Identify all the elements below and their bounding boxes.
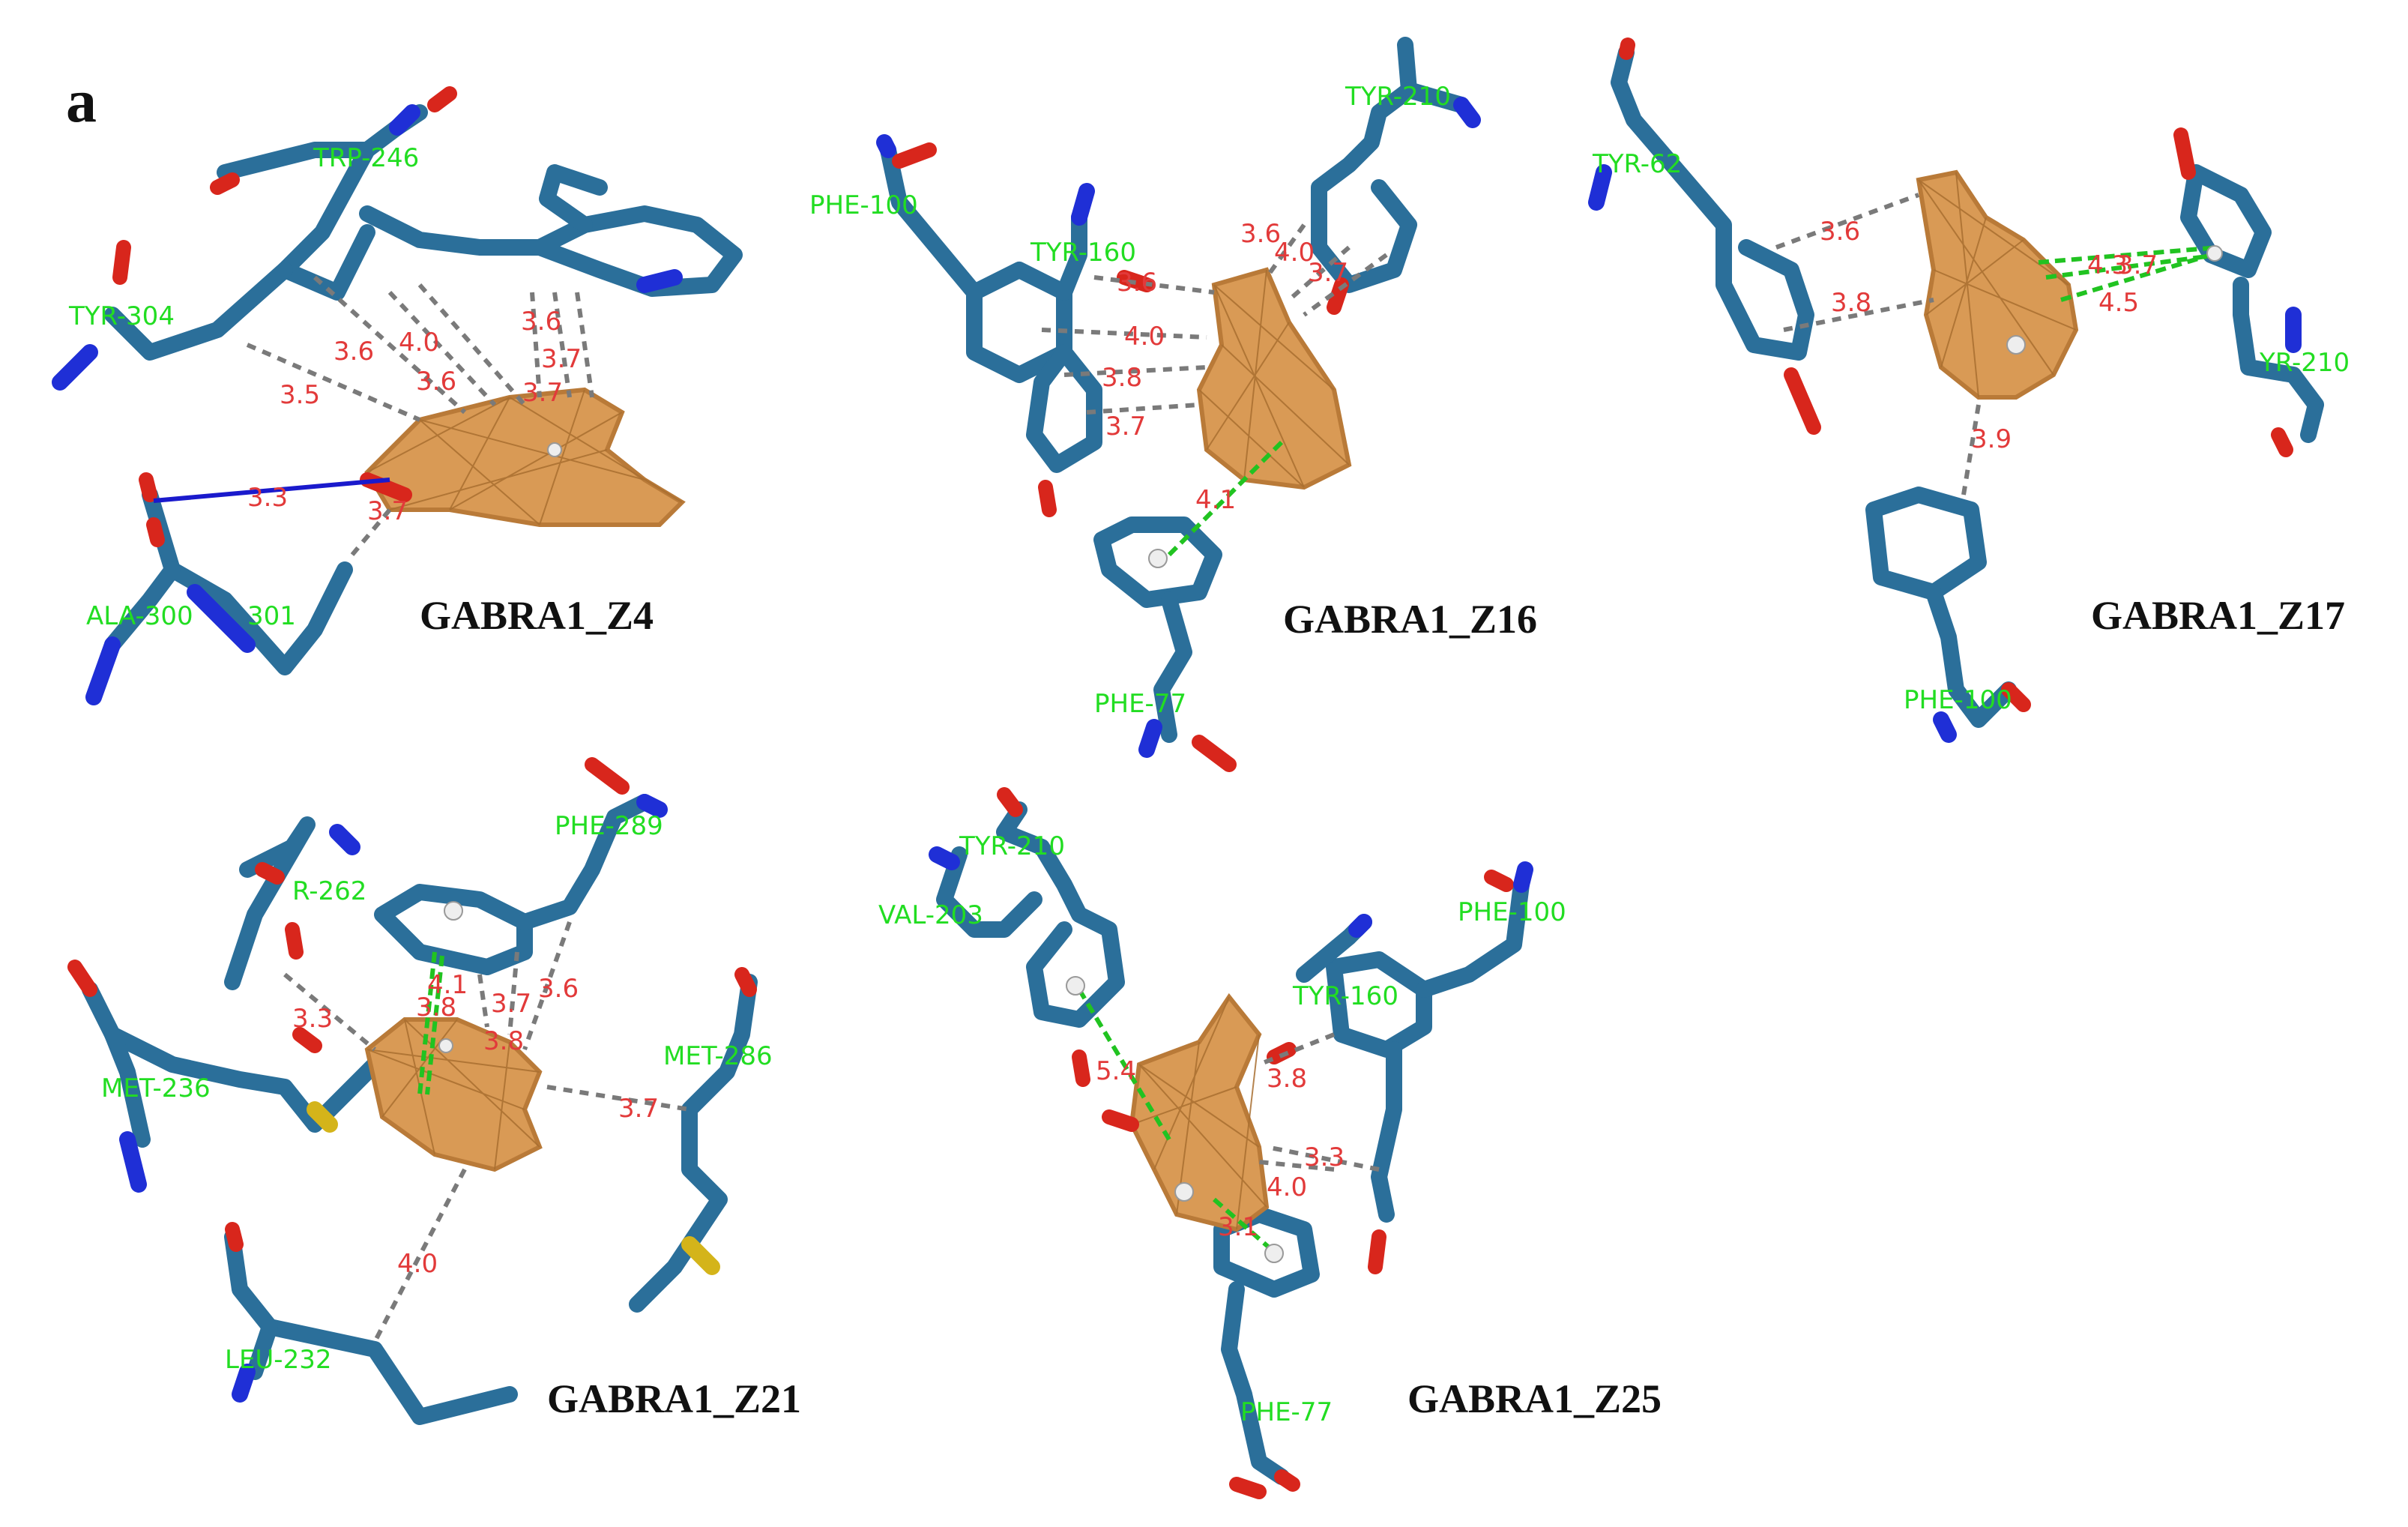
distance-label: 3.7: [367, 496, 408, 526]
res-label: PHE-77: [1240, 1397, 1333, 1427]
distance-label: 3.8: [1831, 288, 1871, 318]
res-label: MET-236: [101, 1073, 211, 1103]
distance-label: 3.8: [1102, 363, 1142, 393]
distance-label: 3.6: [1240, 219, 1281, 249]
distance-label: 3.6: [1117, 268, 1157, 298]
complex-label-z4: GABRA1_Z4: [420, 593, 654, 638]
res-label: PHE-100: [1458, 897, 1566, 927]
distance-label: 4.0: [1124, 322, 1165, 352]
distance-label: 3.3: [247, 483, 288, 513]
res-label: TYR-160: [1030, 238, 1136, 268]
res-label: TYR-160: [1292, 981, 1398, 1011]
distance-label: 3.7: [1105, 412, 1146, 442]
res-label: ALA-300: [86, 601, 193, 631]
res-label: PHE-289: [555, 811, 663, 841]
distance-label: 3.7: [1308, 258, 1348, 288]
complex-z21: PHE-289 R-262 MET-236 MET-286 LEU-232 3.…: [67, 757, 773, 1425]
distance-label: 3.8: [483, 1026, 524, 1056]
res-label: MET-286: [663, 1041, 773, 1071]
distance-label: 4.5: [2098, 288, 2139, 318]
distance-label: 4.1: [1195, 485, 1236, 515]
distance-label: 3.3: [292, 1004, 333, 1034]
distance-label: 3.7: [522, 378, 563, 408]
distance-label: 3.3: [1304, 1142, 1345, 1172]
res-label: VAL-203: [878, 900, 983, 930]
panel-letter: a: [66, 67, 97, 135]
distance-label: 3.7: [541, 344, 582, 374]
complex-label-z21: GABRA1_Z21: [547, 1376, 802, 1421]
res-label: LEU-232: [225, 1345, 331, 1375]
distance-label: 3.8: [416, 993, 456, 1022]
res-label: TYR-210: [1345, 82, 1451, 112]
distance-label: 3.5: [280, 380, 320, 410]
complex-label-z17: GABRA1_Z17: [2091, 593, 2346, 638]
distance-label: 3.6: [334, 337, 374, 367]
distance-label: 4.3: [2087, 250, 2128, 280]
distance-label: 4.0: [399, 328, 439, 358]
distance-label: 3.6: [521, 307, 561, 337]
distance-label: 3.8: [1267, 1064, 1307, 1094]
res-label: PHE-77: [1094, 689, 1186, 719]
distance-label: 4.0: [397, 1249, 438, 1279]
distance-label: 3.1: [1218, 1212, 1258, 1242]
res-label: 301: [247, 601, 296, 631]
distance-label: 3.7: [491, 989, 531, 1019]
distance-label: 3.7: [2117, 250, 2158, 280]
res-label: TYR-62: [1592, 149, 1682, 179]
res-label: PHE-100: [1904, 685, 2012, 715]
res-label: PHE-100: [809, 190, 918, 220]
complex-label-z16: GABRA1_Z16: [1283, 597, 1538, 642]
distance-label: 3.9: [1971, 424, 2012, 454]
res-label: R-262: [292, 876, 366, 906]
complex-z17: TYR-62 YR-210 PHE-100 3.6 3.8 4.3 3.7 4.…: [1588, 37, 2350, 743]
distance-label: 5.4: [1096, 1056, 1136, 1086]
res-label: TYR-304: [68, 301, 175, 331]
distance-label: 3.6: [538, 974, 579, 1004]
distance-label: 4.0: [1274, 238, 1315, 268]
distance-label: 3.6: [1820, 217, 1860, 247]
distance-label: 3.6: [416, 367, 456, 397]
complex-label-z25: GABRA1_Z25: [1407, 1376, 1662, 1421]
distance-label: 3.7: [618, 1094, 659, 1124]
res-label: YR-210: [2259, 348, 2350, 378]
res-label: TRP-246: [313, 143, 419, 173]
res-label: TYR-210: [959, 831, 1065, 861]
complex-z25: TYR-210 VAL-203 PHE-100 TYR-160 PHE-77 5…: [878, 787, 1566, 1499]
complex-z4: TRP-246 TYR-304 ALA-300 301 3.5 3.6 4.0 …: [52, 86, 743, 705]
complex-z16: TYR-210 PHE-100 TYR-160 PHE-77 3.6 4.0 3…: [809, 37, 1481, 772]
distance-label: 4.0: [1267, 1172, 1307, 1202]
distance-label: 4.1: [427, 970, 468, 1000]
